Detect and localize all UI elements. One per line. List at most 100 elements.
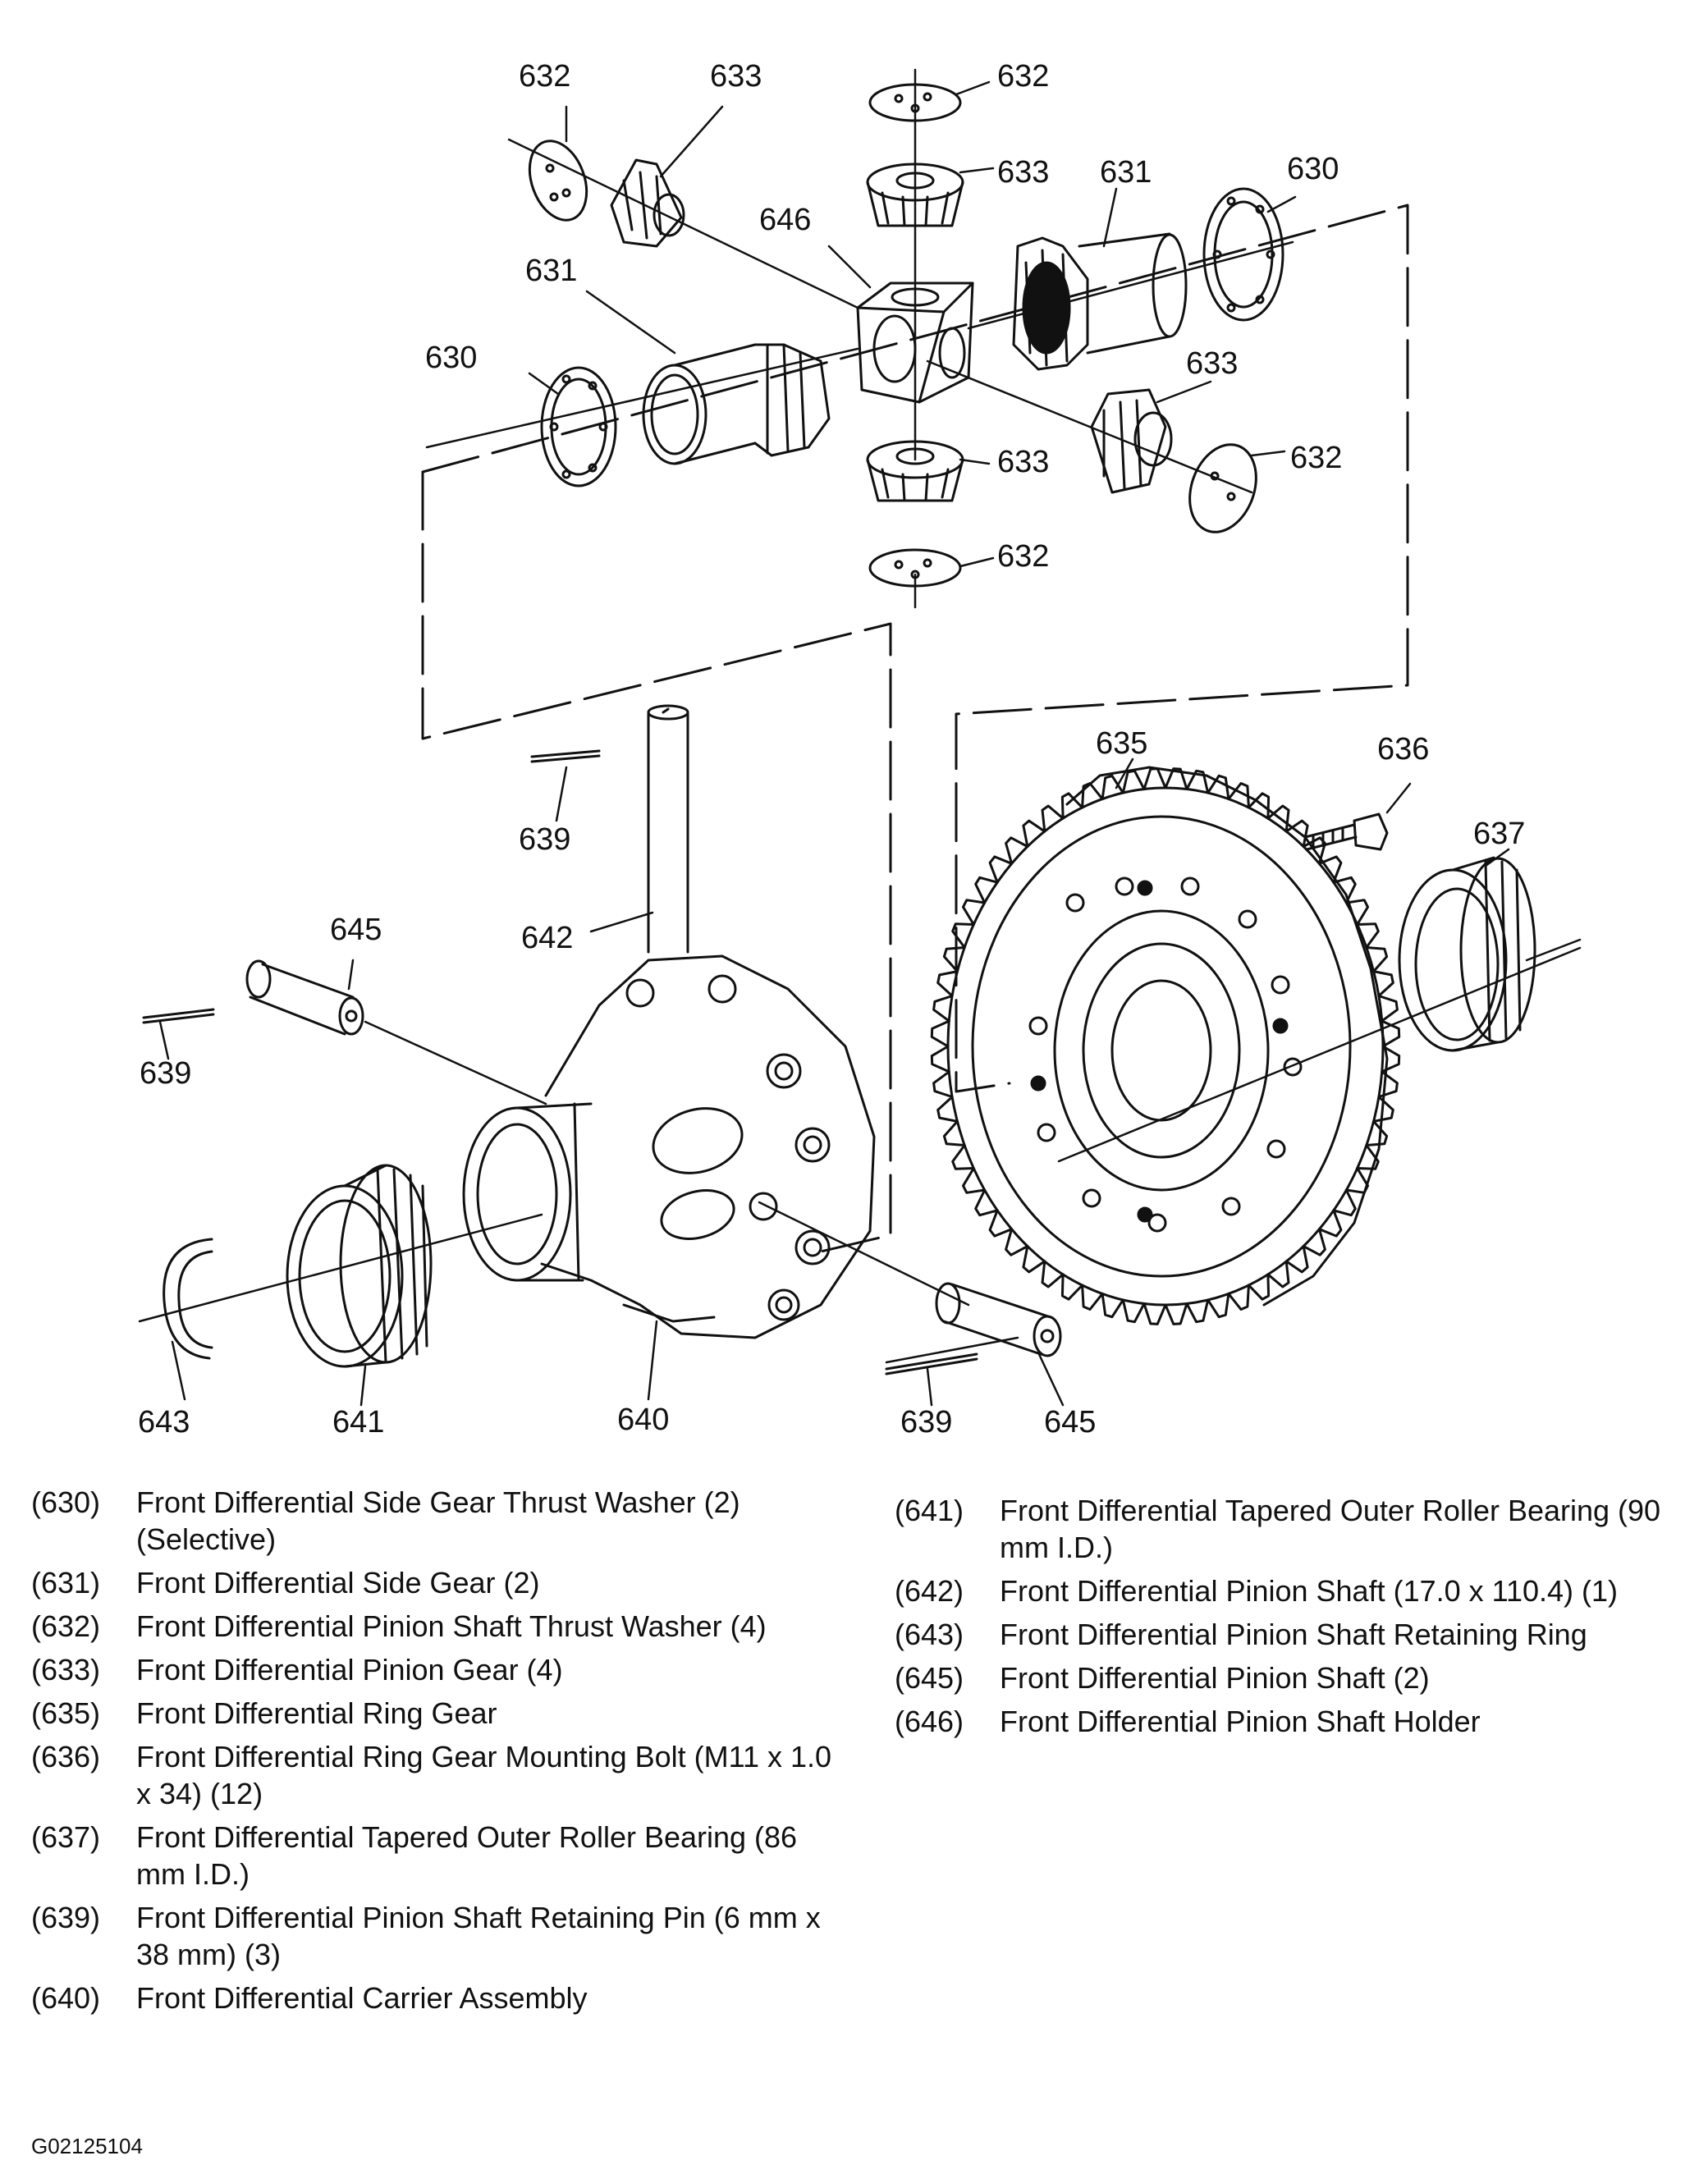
legend-item-description: Front Differential Pinion Shaft Thrust W…: [136, 1609, 767, 1643]
legend-item-description: Front Differential Side Gear Thrust Wash…: [136, 1485, 740, 1556]
legend-item: (641) Front Differential Tapered Outer Ro…: [895, 1492, 1707, 1566]
callout-636: 636: [1377, 732, 1429, 767]
legend-item-number: (631): [31, 1566, 101, 1600]
legend-item: (642) Front Differential Pinion Shaft (17…: [895, 1572, 1707, 1609]
legend-item-number: (640): [31, 1981, 101, 2015]
exploded-view-diagram: 632 633 632 633 631 630 646 631 630 633 …: [138, 59, 1582, 1439]
legend-item: (645) Front Differential Pinion Shaft (2): [895, 1659, 1707, 1696]
callout-633-bottom: 633: [997, 445, 1049, 479]
callout-640: 640: [617, 1403, 669, 1437]
legend-item-description: Front Differential Pinion Shaft Holder: [1000, 1705, 1481, 1738]
legend-item-description: Front Differential Pinion Shaft Retainin…: [136, 1901, 821, 1971]
legend-item-description: Front Differential Pinion Gear (4): [136, 1653, 563, 1687]
leader-lines: [158, 80, 1510, 1407]
legend-item-description: Front Differential Pinion Shaft (2): [1000, 1661, 1430, 1695]
pinion-gear-633-right: [1090, 388, 1173, 494]
legend-item: (640) Front Differential Carrier Assembly: [31, 1979, 852, 2016]
figure-code: G02125104: [31, 2134, 143, 2158]
differential-carrier-640: [462, 954, 876, 1339]
callout-631-right: 631: [1100, 155, 1152, 190]
legend-item-description: Front Differential Side Gear (2): [136, 1566, 540, 1600]
tapered-roller-bearing-637: [1398, 856, 1536, 1052]
legend-item-number: (637): [31, 1820, 101, 1854]
callout-633-upper-left: 633: [710, 59, 762, 94]
legend-item: (632) Front Differential Pinion Shaft Thr…: [31, 1608, 852, 1645]
retaining-ring-643: [163, 1238, 213, 1360]
callout-637: 637: [1473, 817, 1525, 851]
parts-legend-right: (641) Front Differential Tapered Outer Ro…: [895, 1492, 1707, 1746]
legend-item: (636) Front Differential Ring Gear Mounti…: [31, 1738, 852, 1812]
callout-630-left: 630: [425, 341, 477, 375]
legend-item: (646) Front Differential Pinion Shaft Hol…: [895, 1703, 1707, 1740]
callout-labels: 632 633 632 633 631 630 646 631 630 633 …: [138, 59, 1525, 1439]
legend-item-description: Front Differential Pinion Shaft (17.0 x …: [1000, 1574, 1619, 1608]
callout-645-right: 645: [1044, 1405, 1096, 1439]
pinion-shaft-645-left: [245, 959, 364, 1036]
pinion-shaft-645-right: [935, 1282, 1062, 1357]
legend-item: (633) Front Differential Pinion Gear (4): [31, 1651, 852, 1688]
thrust-washer-632-top: [868, 83, 962, 122]
callout-632-top: 632: [997, 59, 1049, 94]
parts-legend-left: (630) Front Differential Side Gear Thrust…: [31, 1484, 852, 2023]
legend-item-number: (641): [895, 1494, 964, 1527]
callout-639-left: 639: [140, 1056, 191, 1091]
legend-item: (637) Front Differential Tapered Outer Ro…: [31, 1819, 852, 1893]
legend-item-number: (633): [31, 1653, 101, 1687]
legend-item-number: (642): [895, 1574, 964, 1608]
callout-632-bottom: 632: [997, 539, 1049, 574]
callout-642: 642: [521, 921, 573, 955]
callout-646: 646: [759, 203, 811, 237]
retaining-pin-639-left: [142, 1008, 215, 1024]
ring-gear-teeth: [930, 767, 1401, 1325]
mounting-bolt-636: [1303, 812, 1389, 851]
legend-item-number: (636): [31, 1740, 101, 1774]
legend-item-description: Front Differential Tapered Outer Roller …: [1000, 1494, 1661, 1564]
thrust-washer-632-right: [1188, 443, 1257, 533]
side-gear-thrust-washer-630-left: [540, 366, 617, 487]
pinion-shaft-642: [647, 704, 689, 954]
legend-item: (639) Front Differential Pinion Shaft Ret…: [31, 1899, 852, 1973]
legend-item: (630) Front Differential Side Gear Thrust…: [31, 1484, 852, 1558]
legend-item-description: Front Differential Carrier Assembly: [136, 1981, 588, 2015]
legend-item: (631) Front Differential Side Gear (2): [31, 1564, 852, 1601]
callout-633-top: 633: [997, 155, 1049, 190]
thrust-washer-632-bottom: [868, 548, 962, 588]
pinion-shaft-holder-646: [856, 281, 974, 404]
retaining-pin-639-upper: [530, 749, 601, 763]
ring-gear-teeth-outline: [930, 767, 1401, 1325]
side-gear-631-right: [1012, 232, 1188, 371]
legend-item-number: (635): [31, 1696, 101, 1730]
legend-item-description: Front Differential Ring Gear: [136, 1696, 497, 1730]
callout-632-upper-left: 632: [519, 59, 570, 94]
callout-645-left: 645: [330, 913, 382, 947]
ring-gear-635: [946, 766, 1389, 1307]
legend-item: (635) Front Differential Ring Gear: [31, 1695, 852, 1732]
callout-639-right: 639: [900, 1405, 952, 1439]
callout-630-right: 630: [1287, 152, 1339, 186]
legend-item-number: (646): [895, 1705, 964, 1738]
pinion-gear-633-top: [866, 162, 964, 227]
legend-item-number: (639): [31, 1901, 101, 1934]
legend-item-description: Front Differential Pinion Shaft Retainin…: [1000, 1618, 1587, 1651]
callout-641: 641: [332, 1405, 384, 1439]
retaining-pin-639-right: [885, 1352, 978, 1375]
legend-item: (643) Front Differential Pinion Shaft Ret…: [895, 1616, 1707, 1653]
callout-633-right: 633: [1186, 346, 1238, 381]
callout-635: 635: [1096, 726, 1147, 761]
legend-item-number: (632): [31, 1609, 101, 1643]
callout-639-upper: 639: [519, 822, 570, 857]
assembly-dashed-lines: [421, 204, 1409, 1253]
tapered-roller-bearing-641: [286, 1164, 433, 1368]
callout-643: 643: [138, 1405, 190, 1439]
legend-item-number: (630): [31, 1485, 101, 1519]
side-gear-thrust-washer-630-right: [1202, 187, 1284, 322]
thrust-washer-632-upper-left: [528, 140, 588, 222]
callout-631-left: 631: [525, 254, 577, 288]
legend-item-number: (643): [895, 1618, 964, 1651]
callout-632-right: 632: [1290, 441, 1342, 475]
side-gear-631-left: [642, 343, 831, 465]
legend-item-number: (645): [895, 1661, 964, 1695]
pinion-gear-633-upper-left: [610, 158, 685, 248]
legend-item-description: Front Differential Ring Gear Mounting Bo…: [136, 1740, 832, 1810]
legend-item-description: Front Differential Tapered Outer Roller …: [136, 1820, 798, 1891]
